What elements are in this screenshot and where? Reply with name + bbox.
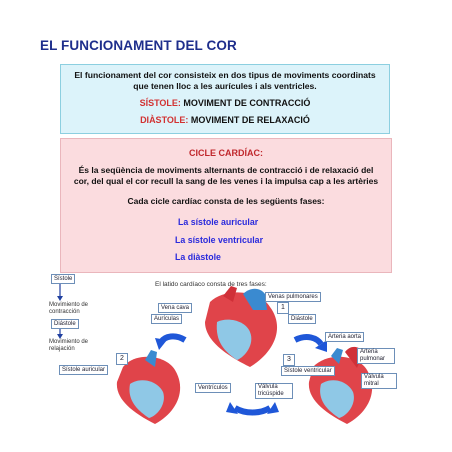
- label-venas-pulmonares: Venas pulmonares: [265, 292, 321, 302]
- phase-number-3: 3: [283, 354, 295, 366]
- diastole-row: DIÀSTOLE: MOVIMENT DE RELAXACIÓ: [61, 115, 389, 125]
- phase-item: La sístole ventricular: [175, 235, 264, 245]
- legend-diastole-label: Diástole: [51, 319, 79, 329]
- diastole-term: DIÀSTOLE:: [140, 115, 189, 125]
- label-ventriculos: Ventrículos: [195, 383, 231, 393]
- label-sistole-ventricular: Sístole ventricular: [281, 366, 335, 376]
- label-sistole-auricular: Sístole auricular: [59, 365, 109, 375]
- systole-row: SÍSTOLE: MOVIMENT DE CONTRACCIÓ: [61, 98, 389, 108]
- label-valvula-tricuspide: Válvula tricúspide: [255, 383, 293, 399]
- phase-number-1: 1: [277, 302, 289, 314]
- diagram-caption: El latido cardíaco consta de tres fases:: [155, 281, 267, 288]
- phases-intro: Cada cicle cardíac consta de les següent…: [127, 196, 325, 206]
- label-arteria-aorta: Arteria aorta: [325, 332, 365, 342]
- intro-box: El funcionament del cor consisteix en do…: [60, 64, 390, 134]
- legend-diastole-desc: Movimiento de relajación: [49, 339, 89, 352]
- heart-cycle-diagram: Sístole Movimiento de contracción Diásto…: [45, 272, 410, 432]
- phase-item: La diàstole: [175, 252, 221, 262]
- page-title: EL FUNCIONAMENT DEL COR: [40, 38, 237, 53]
- cycle-definition: És la seqüència de moviments alternants …: [73, 165, 379, 186]
- legend-systole-desc: Movimiento de contracción: [49, 302, 89, 315]
- label-valvula-mitral: Válvula mitral: [361, 373, 397, 389]
- label-vena-cava: Vena cava: [158, 303, 193, 313]
- label-arteria-pulmonar: Arteria pulmonar: [357, 348, 395, 364]
- systole-definition: MOVIMENT DE CONTRACCIÓ: [180, 98, 311, 108]
- heart-phase-2-icon: [116, 350, 181, 424]
- systole-term: SÍSTOLE:: [139, 98, 181, 108]
- intro-text: El funcionament del cor consisteix en do…: [74, 70, 376, 91]
- diastole-definition: MOVIMENT DE RELAXACIÓ: [188, 115, 310, 125]
- heart-phase-1-icon: [205, 286, 278, 367]
- phase-item: La sístole auricular: [178, 217, 259, 227]
- heart-illustrations: [57, 282, 373, 424]
- phase-number-2: 2: [116, 353, 128, 365]
- label-auriculas: Aurículas: [151, 314, 183, 324]
- label-diastole: Diástole: [288, 314, 316, 324]
- legend-systole-label: Sístole: [51, 274, 76, 284]
- cycle-heading: CICLE CARDÍAC:: [189, 148, 263, 158]
- cardiac-cycle-box: CICLE CARDÍAC: És la seqüència de movime…: [60, 138, 392, 273]
